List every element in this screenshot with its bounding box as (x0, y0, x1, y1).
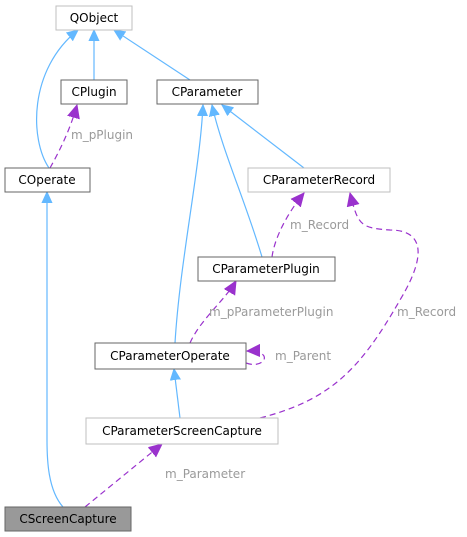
label-m-record-1: m_Record (290, 218, 349, 232)
node-cparameter[interactable]: CParameter (156, 79, 259, 105)
label-m-parent: m_Parent (275, 349, 331, 363)
label-m-pparameterplugin: m_pParameterPlugin (209, 305, 333, 319)
node-cscreencapture[interactable]: CScreenCapture (4, 506, 132, 532)
edge-cparameteroperate-uses-self (245, 351, 265, 365)
node-cparameterplugin-label: CParameterPlugin (212, 262, 320, 276)
node-coperate[interactable]: COperate (4, 167, 91, 193)
edge-coperate-uses-cplugin (49, 105, 77, 169)
edge-cscreencapture-to-coperate (47, 192, 64, 508)
label-m-pplugin: m_pPlugin (71, 128, 133, 142)
node-coperate-label: COperate (18, 173, 75, 187)
edge-cparameterscreencapture-uses-cparameterrecord (259, 193, 419, 419)
node-cplugin[interactable]: CPlugin (60, 79, 128, 105)
node-cparameter-label: CParameter (172, 85, 243, 99)
label-m-record-2: m_Record (397, 305, 456, 319)
edge-cparameterplugin-uses-cparameterrecord (271, 193, 304, 258)
edge-cparameterscreencapture-to-cparameteroperate (174, 369, 180, 419)
node-qobject-label: QObject (70, 11, 119, 25)
edge-cparameteroperate-uses-cparameterplugin (189, 281, 236, 344)
edge-cparameteroperate-to-cparameter (174, 105, 203, 344)
label-m-parameter: m_Parameter (165, 467, 245, 481)
node-cparameteroperate-label: CParameterOperate (110, 349, 230, 363)
node-cplugin-label: CPlugin (71, 85, 116, 99)
node-cparameterscreencapture-label: CParameterScreenCapture (102, 424, 262, 438)
node-cscreencapture-label: CScreenCapture (19, 512, 116, 526)
edge-cscreencapture-uses-cparameterscreencapture (84, 444, 162, 508)
edge-cparameter-to-qobject (114, 30, 191, 81)
node-cparameterrecord-label: CParameterRecord (263, 173, 375, 187)
node-qobject[interactable]: QObject (55, 5, 133, 31)
edge-coperate-to-qobject (36, 30, 78, 169)
node-cparameterrecord[interactable]: CParameterRecord (247, 167, 391, 193)
node-cparameteroperate[interactable]: CParameterOperate (94, 342, 247, 370)
edge-cparameterrecord-to-cparameter (222, 105, 305, 169)
node-cparameterscreencapture[interactable]: CParameterScreenCapture (85, 417, 279, 445)
edge-cparameterplugin-to-cparameter (212, 105, 263, 258)
node-cparameterplugin[interactable]: CParameterPlugin (197, 256, 336, 282)
